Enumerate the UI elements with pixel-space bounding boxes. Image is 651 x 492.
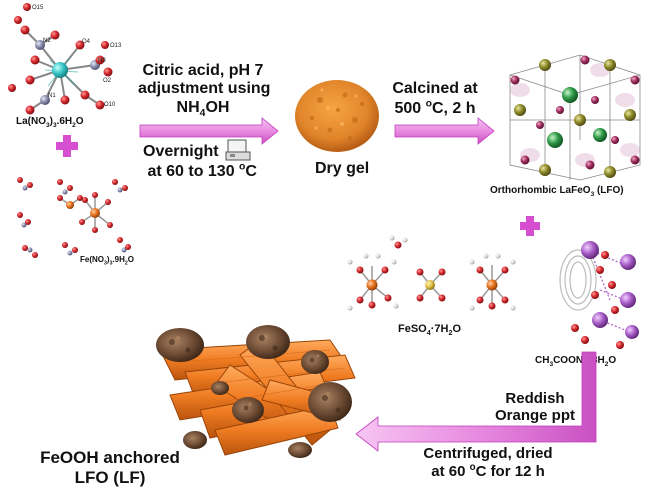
step2-line1: Calcined at <box>392 80 478 97</box>
final-product-text: FeOOH anchored LFO (LF) <box>20 448 200 487</box>
step1-condition-line1: Overnight <box>143 143 219 160</box>
step1-line3: NH4OH <box>176 98 230 119</box>
step3-text: Centrifuged, dried at 60 oC for 12 h <box>403 445 573 481</box>
la-nitrate-label: La(NO3)3.6H2O <box>16 116 84 129</box>
step1-condition-line2: at 60 to 130 oC <box>143 161 257 180</box>
step1-line1: Citric acid, pH 7 <box>142 62 264 79</box>
feso4-label: FeSO4·7H2O <box>398 323 461 338</box>
step3-line1: Centrifuged, dried <box>423 445 553 462</box>
ppt-line2: Orange ppt <box>494 407 575 425</box>
step1-reagents-text: Citric acid, pH 7 adjustment using NH4OH <box>138 62 271 120</box>
fe-nitrate-label: Fe(NO3)3.9H2O <box>80 255 135 267</box>
ppt-line1: Reddish <box>505 390 565 407</box>
svg-text:O10: O10 <box>104 102 116 108</box>
ppt-text: Reddish Orange ppt <box>480 390 590 425</box>
final-line2: LFO (LF) <box>74 467 146 487</box>
svg-text:N3: N3 <box>98 58 106 64</box>
svg-text:N2: N2 <box>43 38 51 44</box>
svg-text:O2: O2 <box>103 78 112 84</box>
final-line1: FeOOH anchored <box>40 448 180 467</box>
step1-line2: adjustment using <box>138 80 271 98</box>
step1-condition-text: Overnight at 60 to 130 oC <box>143 143 257 181</box>
step3-line2: at 60 oC for 12 h <box>431 462 545 481</box>
svg-text:N1: N1 <box>48 93 56 99</box>
step2-line2: 500 oC, 2 h <box>394 98 476 117</box>
lfo-label: Orthorhombic LaFeO3 (LFO) <box>490 185 624 198</box>
svg-text:O13: O13 <box>110 43 122 49</box>
ch3coona-label: CH3COONa·3H2O <box>535 355 617 368</box>
step2-text: Calcined at 500 oC, 2 h <box>385 80 485 118</box>
svg-text:O15: O15 <box>32 5 44 11</box>
svg-text:O4: O4 <box>82 39 91 45</box>
dry-gel-label: Dry gel <box>315 160 370 177</box>
